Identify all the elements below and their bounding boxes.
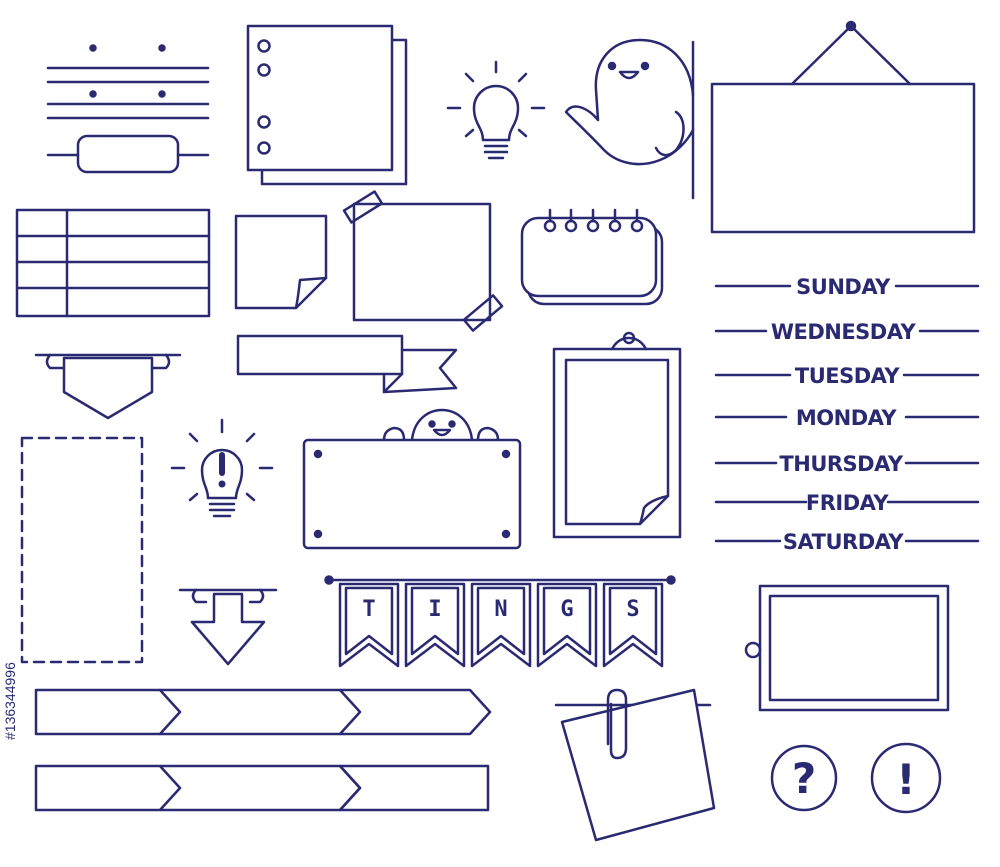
taped-note — [342, 190, 504, 332]
bunting-letter: I — [428, 597, 441, 622]
weekday-label: WEDNESDAY — [771, 320, 917, 344]
ribbon-banner — [236, 334, 458, 394]
pennant-bookmark — [34, 353, 182, 420]
clipped-note — [554, 688, 716, 842]
bunting-letter: G — [560, 597, 573, 622]
clipboard — [552, 331, 682, 539]
exclamation-mark-glyph: ! — [896, 755, 915, 804]
question-mark-icon — [770, 744, 838, 812]
chevron-progress-bar-top — [34, 688, 492, 736]
wall-frame — [744, 584, 950, 712]
bunting-flag: S — [602, 582, 664, 668]
bunting-flag: G — [536, 582, 598, 668]
down-arrow-icon — [178, 588, 278, 666]
dashed-frame — [20, 436, 144, 664]
weekday-label: SUNDAY — [796, 275, 891, 299]
hanging-sign — [710, 20, 976, 234]
bunting-flag: N — [470, 582, 532, 668]
bunting-letter: N — [494, 597, 507, 622]
weekday-label: FRIDAY — [806, 491, 890, 515]
lightbulb-icon — [446, 60, 546, 160]
weekday-rules — [714, 284, 980, 543]
exclamation-mark-icon — [870, 742, 942, 814]
weekday-label: MONDAY — [796, 406, 897, 430]
question-mark-glyph: ? — [792, 754, 816, 803]
paper-clip-icon — [606, 688, 628, 760]
weekday-label: THURSDAY — [779, 452, 903, 476]
ghost-icon — [564, 38, 695, 200]
bunting-flag: I — [404, 582, 466, 668]
bunting-letter: T — [362, 597, 375, 622]
chevron-progress-bar-bottom — [34, 764, 490, 812]
lined-divider-with-tag — [46, 44, 210, 174]
peeking-sign — [302, 408, 522, 550]
idea-bulb-icon — [170, 418, 274, 518]
weekday-label: TUESDAY — [795, 364, 901, 388]
spiral-calendar-icon — [520, 208, 664, 306]
bunting-letter: S — [626, 597, 639, 622]
ring-notepad — [246, 24, 408, 186]
bulb-exclamation — [218, 452, 226, 488]
stock-id-watermark: #136344996 — [2, 662, 18, 740]
bunting-flag: T — [338, 582, 400, 668]
sticky-note — [234, 214, 328, 310]
weekday-label: SATURDAY — [783, 530, 904, 554]
table-grid — [15, 208, 211, 318]
